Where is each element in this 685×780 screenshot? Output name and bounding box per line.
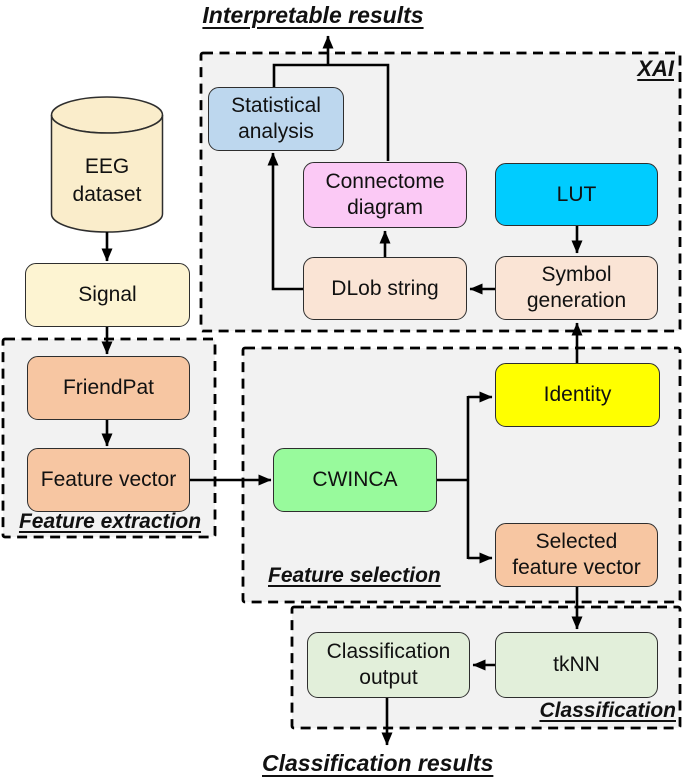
node-friendpat: FriendPat bbox=[27, 356, 190, 420]
node-selected-feature-vector: Selected feature vector bbox=[495, 523, 658, 587]
node-signal: Signal bbox=[25, 263, 190, 327]
node-feature-vector: Feature vector bbox=[27, 448, 190, 512]
node-tknn: tkNN bbox=[495, 632, 658, 698]
node-connectome-diagram-label: Connectome diagram bbox=[325, 170, 445, 219]
node-connectome-diagram: Connectome diagram bbox=[303, 162, 467, 228]
node-feature-vector-label: Feature vector bbox=[40, 468, 177, 492]
edge-cwinca-split-trunk bbox=[437, 396, 470, 559]
classification-region-label: Classification bbox=[539, 699, 676, 722]
edge-merge-to-results-trunk bbox=[272, 63, 390, 161]
node-statistical-analysis: Statistical analysis bbox=[208, 87, 344, 151]
node-lut: LUT bbox=[495, 163, 658, 226]
node-dlob-string: DLob string bbox=[303, 257, 467, 320]
node-selected-feature-vector-label: Selected feature vector bbox=[512, 530, 641, 579]
xai-region-label: XAI bbox=[637, 56, 674, 81]
node-lut-label: LUT bbox=[556, 182, 597, 206]
eeg-dataset-cylinder bbox=[50, 96, 164, 233]
edge-dlob-to-statanalysis bbox=[267, 152, 303, 291]
node-classification-output-label: Classification output bbox=[326, 640, 451, 689]
node-cwinca: CWINCA bbox=[273, 448, 437, 512]
node-cwinca-label: CWINCA bbox=[312, 468, 398, 492]
node-friendpat-label: FriendPat bbox=[62, 376, 155, 400]
node-eeg-dataset-label: EEG dataset bbox=[72, 154, 142, 206]
node-dlob-string-label: DLob string bbox=[331, 276, 439, 300]
node-identity-label: Identity bbox=[543, 383, 612, 407]
interpretable-results-title: Interpretable results bbox=[202, 2, 424, 28]
node-statistical-analysis-label: Statistical analysis bbox=[231, 94, 321, 143]
node-symbol-generation-label: Symbol generation bbox=[526, 263, 627, 312]
node-classification-output: Classification output bbox=[307, 632, 470, 698]
classification-results-title: Classification results bbox=[262, 750, 494, 776]
node-identity: Identity bbox=[495, 363, 660, 427]
node-signal-label: Signal bbox=[78, 283, 137, 307]
node-symbol-generation: Symbol generation bbox=[495, 256, 658, 320]
feature-selection-region-label: Feature selection bbox=[268, 564, 441, 587]
feature-extraction-region-label: Feature extraction bbox=[18, 510, 202, 533]
node-tknn-label: tkNN bbox=[553, 653, 600, 677]
